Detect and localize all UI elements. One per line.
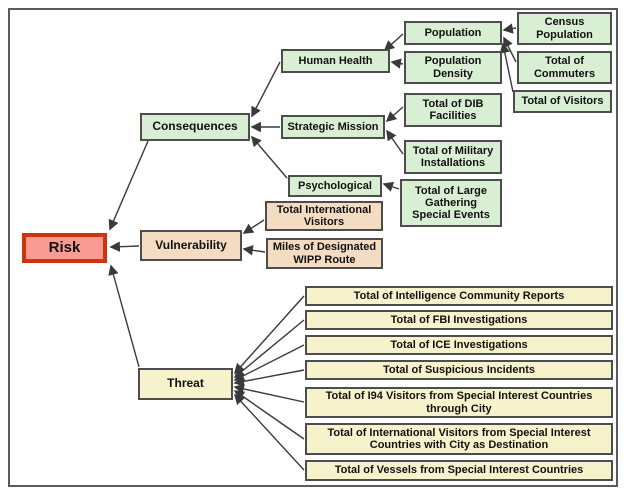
node-dib-facilities: Total of DIB Facilities — [404, 93, 502, 127]
node-i94-visitors: Total of I94 Visitors from Special Inter… — [305, 387, 613, 418]
node-military-installations: Total of Military Installations — [404, 140, 502, 174]
node-vulnerability: Vulnerability — [140, 230, 242, 261]
node-large-gathering-events: Total of Large Gathering Special Events — [400, 179, 502, 227]
node-population: Population — [404, 21, 502, 45]
node-human-health: Human Health — [281, 49, 390, 73]
node-risk: Risk — [22, 233, 107, 263]
node-consequences: Consequences — [140, 113, 250, 141]
node-vessels: Total of Vessels from Special Interest C… — [305, 460, 613, 481]
node-population-density: Population Density — [404, 51, 502, 84]
node-census-population: Census Population — [517, 12, 612, 45]
node-intelligence-reports: Total of Intelligence Community Reports — [305, 286, 613, 306]
node-ice-investigations: Total of ICE Investigations — [305, 335, 613, 355]
node-total-commuters: Total of Commuters — [517, 51, 612, 84]
node-total-international-visitors: Total International Visitors — [265, 201, 383, 231]
node-threat: Threat — [138, 368, 233, 400]
node-psychological: Psychological — [288, 175, 382, 197]
node-strategic-mission: Strategic Mission — [281, 115, 385, 139]
node-wipp-route: Miles of Designated WIPP Route — [266, 238, 383, 269]
node-total-visitors: Total of Visitors — [513, 90, 612, 113]
node-suspicious-incidents: Total of Suspicious Incidents — [305, 360, 613, 380]
node-international-visitors-destination: Total of International Visitors from Spe… — [305, 423, 613, 455]
node-fbi-investigations: Total of FBI Investigations — [305, 310, 613, 330]
